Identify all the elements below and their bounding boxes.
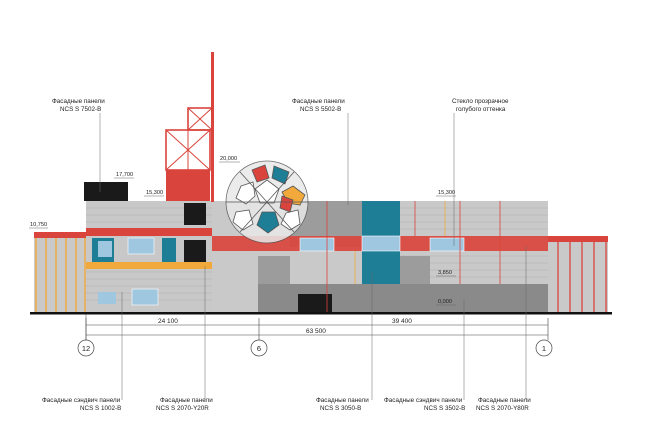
axis-label-12: 12 bbox=[82, 344, 90, 353]
left-wing bbox=[34, 232, 86, 314]
left-top-black-block bbox=[84, 182, 128, 201]
axis-bubble-12 bbox=[77, 339, 95, 357]
bottom-annotations: Фасадные сэндвич панели NCS S 1002-B Фас… bbox=[42, 246, 531, 412]
annotation-bottom-1-line2: NCS S 1002-B bbox=[80, 405, 121, 412]
garage-door bbox=[298, 294, 332, 314]
annotation-top-middle-line1: Фасадные панели bbox=[292, 98, 345, 105]
level-tower-top: 20,000 bbox=[220, 156, 237, 162]
tower bbox=[165, 52, 214, 202]
annotation-top-left-line2: NCS S 7502-B bbox=[60, 106, 101, 113]
level-mid: 3,850 bbox=[438, 270, 452, 276]
football-sculpture bbox=[225, 160, 309, 244]
dimension-right-span: 39 400 bbox=[392, 318, 412, 325]
level-left-block: 17,700 bbox=[116, 172, 133, 178]
dimension-lines: 24 100 39 400 63 500 bbox=[85, 318, 549, 340]
annotation-bottom-2-line1: Фасадные панели bbox=[160, 397, 213, 404]
ground-line bbox=[30, 312, 612, 315]
annotation-top-middle-line2: NCS S 5502-B bbox=[300, 106, 341, 113]
annotation-top-left-line1: Фасадные панели bbox=[52, 98, 105, 105]
level-right-roof: 15,300 bbox=[438, 190, 455, 196]
annotation-bottom-4-line1: Фасадные сэндвич панели bbox=[384, 397, 463, 404]
level-ground: 0,000 bbox=[438, 299, 452, 305]
left-wing-mullions bbox=[35, 238, 86, 313]
annotation-bottom-1-line1: Фасадные сэндвич панели bbox=[42, 397, 121, 404]
axis-bubble-1 bbox=[535, 339, 553, 357]
level-left-wing: 10,750 bbox=[30, 222, 47, 228]
annotation-top-right-line2: голубого оттенка bbox=[456, 105, 506, 113]
annotation-bottom-2-line2: NCS S 2070-Y20R bbox=[156, 405, 209, 412]
right-wing bbox=[548, 236, 608, 314]
annotation-bottom-5-line2: NCS S 2070-Y80R bbox=[476, 405, 529, 412]
top-annotations: Фасадные панели NCS S 7502-B Фасадные па… bbox=[52, 98, 509, 246]
building bbox=[30, 182, 612, 315]
axis-bubble-6 bbox=[250, 339, 268, 357]
dimension-left-span: 24 100 bbox=[158, 318, 178, 325]
level-markers: 20,000 17,700 15,300 15,300 10,750 3,850… bbox=[29, 156, 456, 306]
annotation-bottom-3-line1: Фасадные панели bbox=[316, 397, 369, 404]
annotation-bottom-3-line2: NCS S 3050-B bbox=[320, 405, 361, 412]
annotation-bottom-4-line2: NCS S 3502-B bbox=[424, 405, 465, 412]
annotation-top-right-line1: Стекло прозрачное bbox=[452, 98, 509, 105]
axis-label-6: 6 bbox=[257, 344, 261, 353]
level-left-roof: 15,300 bbox=[146, 190, 163, 196]
annotation-bottom-5-line1: Фасадные панели bbox=[478, 397, 531, 404]
axis-label-1: 1 bbox=[542, 344, 546, 353]
axis-markers: 12 6 1 bbox=[77, 314, 553, 357]
dimension-total: 63 500 bbox=[306, 328, 326, 335]
